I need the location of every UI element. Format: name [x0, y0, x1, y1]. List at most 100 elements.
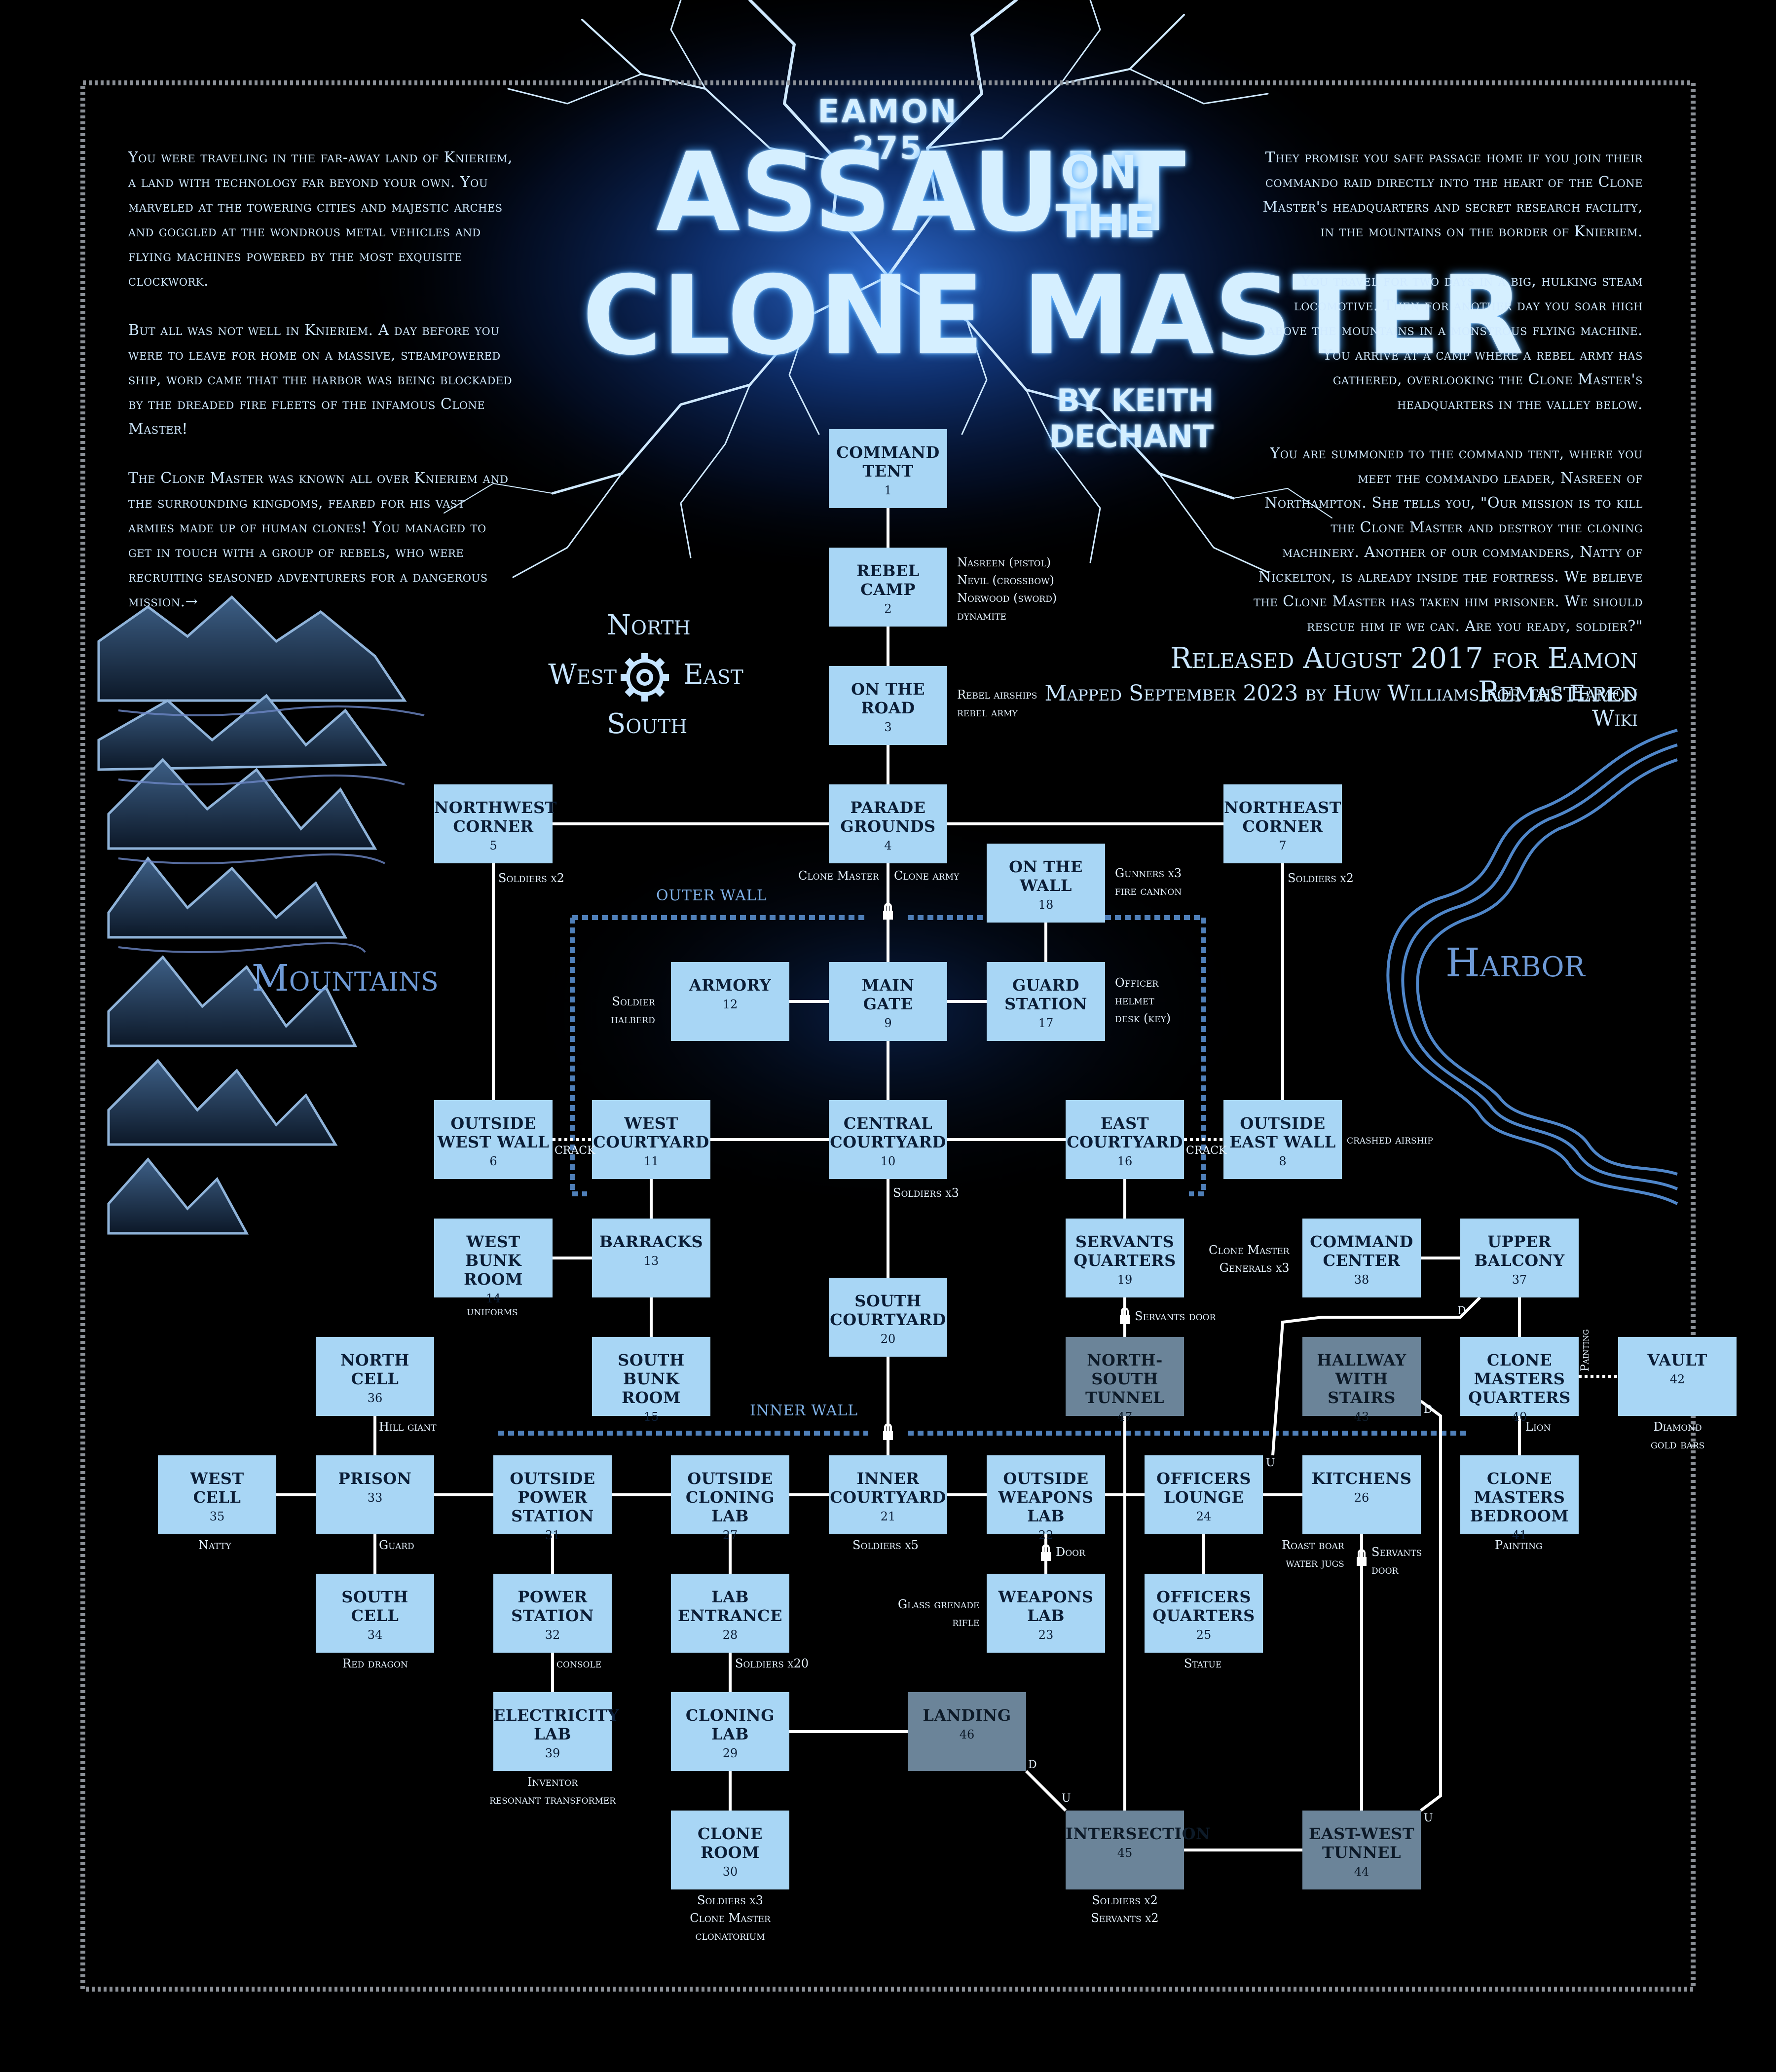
release-credit: Released August 2017 for Eamon Remastere…: [1170, 641, 1638, 708]
room-name: OFFICERS LOUNGE: [1156, 1469, 1251, 1507]
room-number: 25: [1196, 1628, 1212, 1642]
mapping-credit: Mapped September 2023 by Huw Williams fo…: [1044, 681, 1638, 731]
note-parade-clone-army: Clone army: [894, 869, 960, 883]
room-number: 8: [1279, 1154, 1287, 1168]
room-name: EAST COURTYARD: [1067, 1114, 1183, 1151]
room-name: SOUTH BUNK ROOM: [618, 1351, 685, 1407]
title-on: ON: [1061, 146, 1138, 199]
room-command-tent[interactable]: COMMAND TENT 1: [829, 429, 947, 508]
room-name: KITCHENS: [1311, 1469, 1412, 1488]
room-number: 47: [1117, 1410, 1133, 1424]
room-number: 34: [367, 1628, 383, 1642]
room-number: 40: [1512, 1410, 1527, 1424]
room-number: 42: [1669, 1372, 1685, 1386]
note-west-bunk-room: uniforms: [467, 1304, 518, 1318]
compass-south: South: [607, 708, 688, 740]
room-name: COMMAND TENT: [836, 443, 940, 481]
harbor-coastline: [1386, 729, 1678, 1205]
door-lock-icon: [1041, 1544, 1051, 1561]
note-clone-room: Soldiers x3 Clone Master clonatorium: [690, 1893, 771, 1943]
note-central-courtyard: Soldiers x3: [893, 1186, 959, 1200]
room-number: 11: [643, 1154, 659, 1168]
door-lock-icon: [883, 1423, 893, 1440]
note-on-the-wall: Gunners x3 fire cannon: [1115, 866, 1182, 898]
door-lock-icon: [1120, 1307, 1130, 1324]
room-number: 22: [1038, 1528, 1054, 1542]
note-west-cell: Natty: [198, 1538, 231, 1552]
note-officers-quarters: Statue: [1184, 1657, 1222, 1670]
room-number: 33: [367, 1491, 383, 1505]
room-name: REBEL CAMP: [856, 561, 920, 599]
room-number: 41: [1512, 1528, 1527, 1542]
room-number: 10: [880, 1154, 896, 1168]
room-connection: [1025, 1770, 1067, 1812]
note-command-center: Clone Master Generals x3: [1209, 1243, 1290, 1275]
room-number: 14: [485, 1292, 501, 1305]
stair-up-label: U: [1062, 1792, 1071, 1805]
note-guard-station: Officer helmet desk (key): [1115, 976, 1171, 1025]
intro-right: They promise you safe passage home if yo…: [1253, 146, 1643, 664]
room-number: 1: [884, 483, 892, 497]
room-number: 36: [367, 1391, 383, 1405]
room-name: CLONING LAB: [685, 1706, 775, 1743]
room-name: OUTSIDE POWER STATION: [510, 1469, 595, 1525]
room-number: 38: [1354, 1273, 1369, 1287]
note-rebel-camp: Nasreen (pistol) Nevil (crossbow) Norwoo…: [957, 555, 1057, 623]
room-number: 12: [722, 998, 738, 1011]
series-label: EAMON 275: [817, 94, 959, 167]
room-number: 44: [1354, 1865, 1369, 1879]
room-number: 28: [722, 1628, 738, 1642]
room-name: ON THE ROAD: [851, 680, 925, 717]
room-number: 23: [1038, 1628, 1054, 1642]
stair-down-label: D: [1028, 1759, 1037, 1771]
